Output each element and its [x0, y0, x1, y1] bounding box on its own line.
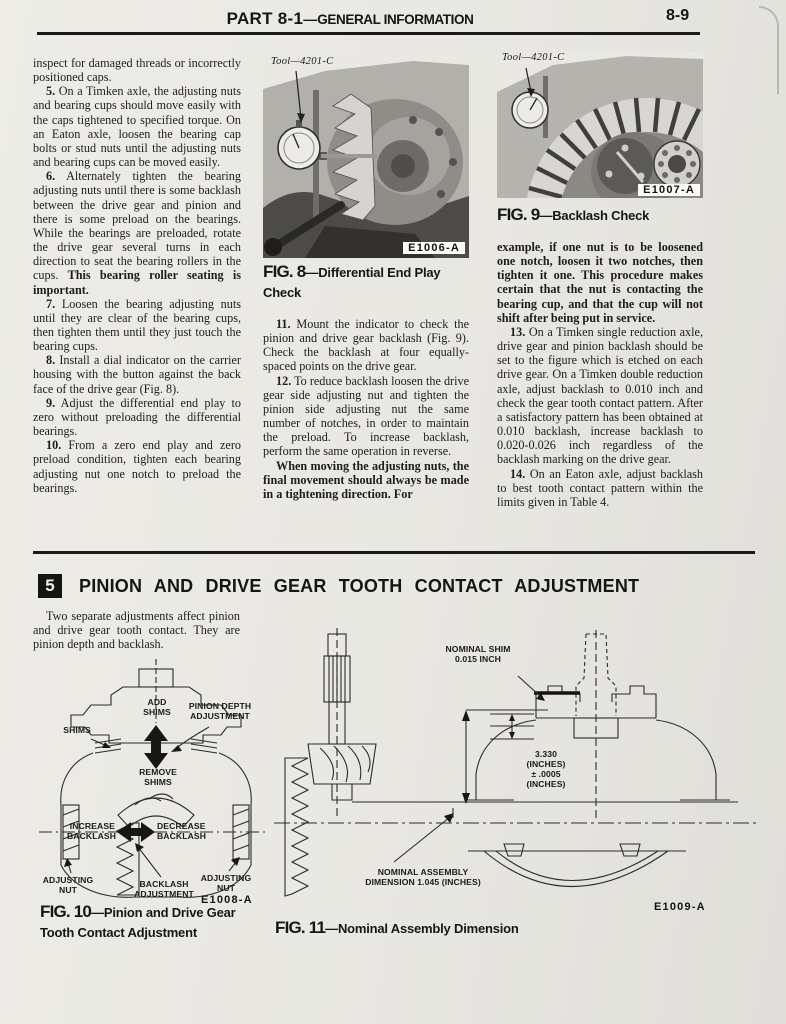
fig9-photo: Tool—4201-C E1007-A — [497, 52, 703, 198]
fig9-tool-label: Tool—4201-C — [502, 52, 565, 63]
header-title: GENERAL INFORMATION — [317, 12, 474, 27]
fig9-caption-text: —Backlash Check — [539, 208, 650, 223]
section-divider-rule — [33, 551, 755, 554]
paragraph: 8. Install a dial indicator on the carri… — [33, 353, 241, 396]
paragraph: inspect for damaged threads or incorrect… — [33, 56, 241, 85]
fig10-caption: FIG. 10—Pinion and Drive Gear Tooth Cont… — [40, 902, 272, 942]
header-part-number: PART 8-1 — [226, 9, 304, 28]
section5-heading: 5 PINION AND DRIVE GEAR TOOTH CONTACT AD… — [38, 574, 639, 598]
fig10-label-decrease-backlash: DECREASE BACKLASH — [157, 821, 207, 842]
fig8-caption-text: —Differential End Play Check — [263, 265, 441, 300]
page-header: PART 8-1—GENERAL INFORMATION — [0, 9, 700, 29]
fig8-code-label: E1006-A — [403, 242, 465, 254]
text-column-right: example, if one nut is to be loosened on… — [497, 240, 703, 509]
fig9-code-label: E1007-A — [638, 184, 700, 196]
fig10-label-backlash-adjustment: BACKLASH ADJUSTMENT — [134, 879, 194, 900]
fig11-label-dimension: 3.330 (INCHES) ± .0005 (INCHES) — [526, 749, 566, 790]
fig8-caption: FIG. 8—Differential End Play Check — [263, 262, 469, 302]
paragraph: When moving the adjusting nuts, the fina… — [263, 458, 469, 501]
fig10-caption-number: FIG. 10 — [40, 902, 92, 921]
differential-end-play-photo — [263, 56, 469, 258]
fig10-label-increase-backlash: INCREASE BACKLASH — [67, 821, 117, 842]
fig10-code-label: E1008-A — [201, 894, 253, 906]
fig10-label-shims: SHIMS — [63, 725, 91, 735]
fig9-caption-number: FIG. 9 — [497, 205, 540, 224]
fig11-diagram: NOMINAL SHIM 0.015 INCH 3.330 (INCHES) ±… — [268, 622, 765, 922]
fig11-label-nominal-shim: NOMINAL SHIM 0.015 INCH — [445, 644, 511, 665]
paragraph: 13. On a Timken single reduction axle, d… — [497, 324, 703, 467]
paragraph: example, if one nut is to be loosened on… — [497, 240, 703, 325]
fig9-caption: FIG. 9—Backlash Check — [497, 205, 717, 226]
paragraph: 9. Adjust the differential end play to z… — [33, 395, 241, 439]
header-rule — [37, 32, 700, 35]
fig11-caption-text: —Nominal Assembly Dimension — [325, 921, 519, 936]
tooth-contact-adjustment-drawing — [39, 659, 265, 898]
paragraph: Two separate adjustments affect pinion a… — [33, 609, 240, 652]
fig11-caption-number: FIG. 11 — [275, 918, 326, 937]
fig10-label-pinion-depth: PINION DEPTH ADJUSTMENT — [188, 701, 252, 722]
fig10-label-remove-shims: REMOVE SHIMS — [139, 767, 177, 788]
fig8-caption-number: FIG. 8 — [263, 262, 306, 281]
section5-intro: Two separate adjustments affect pinion a… — [33, 609, 240, 651]
paragraph: 7. Loosen the bearing adjusting nuts unt… — [33, 296, 241, 354]
header-dash: — — [303, 11, 318, 27]
fig11-caption: FIG. 11—Nominal Assembly Dimension — [275, 918, 695, 939]
fig10-diagram: SHIMS ADD SHIMS PINION DEPTH ADJUSTMENT … — [33, 655, 273, 906]
nominal-assembly-dimension-drawing — [274, 628, 756, 897]
text-column-left: inspect for damaged threads or incorrect… — [33, 56, 241, 495]
paragraph: 10. From a zero end play and zero preloa… — [33, 438, 241, 495]
fig10-label-adjusting-nut-right: ADJUSTING NUT — [200, 873, 252, 894]
text-column-middle: 11. Mount the indicator to check the pin… — [263, 317, 469, 501]
section5-title: PINION AND DRIVE GEAR TOOTH CONTACT ADJU… — [79, 575, 640, 596]
section5-number-badge: 5 — [38, 574, 62, 598]
paragraph: 5. On a Timken axle, the adjusting nuts … — [33, 84, 241, 170]
fig8-tool-label: Tool—4201-C — [271, 56, 334, 67]
scanned-page-corner — [759, 6, 779, 94]
page-number: 8-9 — [666, 7, 690, 24]
backlash-check-photo — [497, 52, 703, 198]
paragraph: 6. Alternately tighten the bearing adjus… — [33, 169, 241, 297]
fig10-label-adjusting-nut-left: ADJUSTING NUT — [42, 875, 94, 896]
fig11-code-label: E1009-A — [654, 901, 706, 913]
paragraph: 12. To reduce backlash loosen the drive … — [263, 373, 469, 459]
fig8-photo: Tool—4201-C E1006-A — [263, 56, 469, 258]
fig10-caption-text: —Pinion and Drive Gear Tooth Contact Adj… — [40, 905, 236, 940]
paragraph: 14. On an Eaton axle, adjust backlash to… — [497, 466, 703, 509]
fig11-label-nominal-assembly: NOMINAL ASSEMBLY DIMENSION 1.045 (INCHES… — [365, 867, 481, 888]
paragraph: 11. Mount the indicator to check the pin… — [263, 317, 469, 374]
fig10-label-add-shims: ADD SHIMS — [143, 697, 171, 718]
